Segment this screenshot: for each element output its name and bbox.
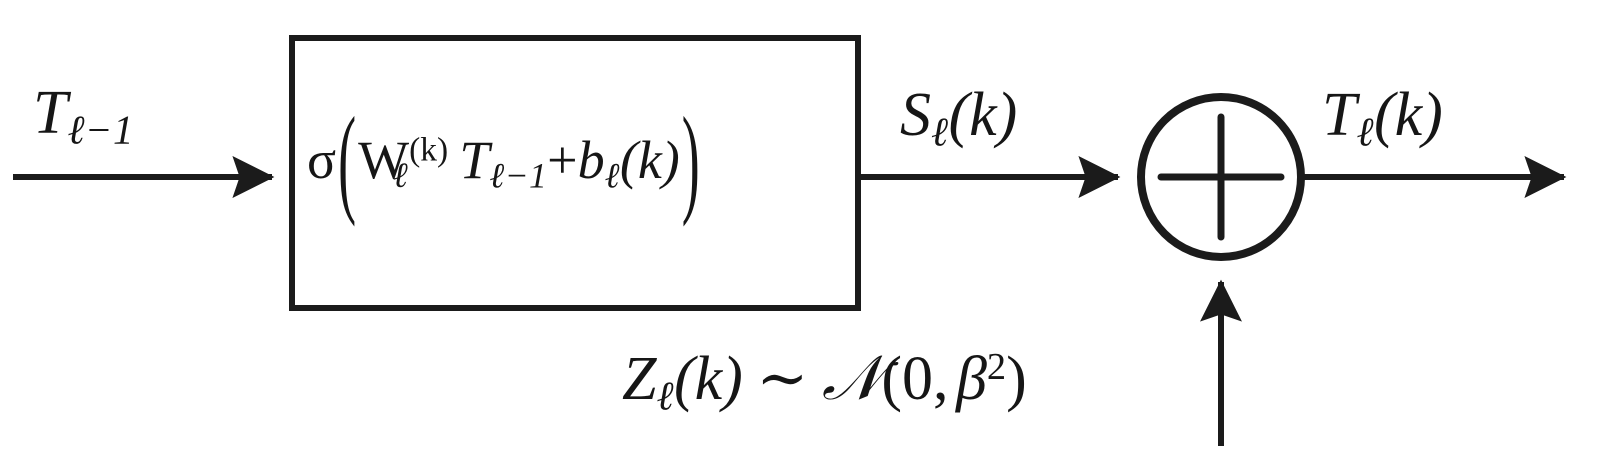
normal-distribution-symbol: 𝒩 [821, 341, 882, 414]
sigma-symbol: σ [307, 130, 337, 190]
transformation-box [289, 35, 861, 311]
input-label-subscript: ℓ−1 [67, 107, 134, 153]
output-label-base: T [1322, 81, 1357, 149]
noise-mean: 0 [902, 345, 934, 413]
weight-superscript: (k) [409, 131, 449, 169]
presum-label-argument: (k) [948, 81, 1018, 149]
presum-label-subscript: ℓ [931, 109, 949, 155]
input-label-base: T [33, 79, 68, 147]
output-label-subscript: ℓ [1356, 109, 1374, 155]
bias-subscript: ℓ [604, 155, 620, 196]
formula-plus-symbol: + [547, 130, 578, 190]
noise-open-paren: ( [881, 345, 903, 413]
presum-label-base: S [900, 81, 931, 149]
weight-symbol: W [358, 130, 410, 190]
formula-open-paren: ( [338, 92, 357, 228]
pre-sum-signal-label: Sℓ(k) [900, 84, 1017, 154]
noise-variance-exponent: 2 [986, 346, 1007, 389]
input-signal-label: Tℓ−1 [33, 82, 134, 152]
distributed-as-symbol: ∼ [756, 345, 809, 413]
formula-input-subscript: ℓ−1 [489, 155, 548, 196]
noise-variance-base: β [955, 345, 987, 413]
formula-close-paren: ) [681, 92, 700, 228]
noise-label-argument: (k) [673, 345, 743, 413]
weight-subscript: ℓ [392, 155, 409, 196]
output-signal-label: Tℓ(k) [1322, 84, 1443, 154]
noise-close-paren: ) [1006, 345, 1027, 413]
noise-comma: , [933, 345, 949, 413]
bias-symbol: b [577, 130, 605, 190]
output-label-argument: (k) [1373, 81, 1443, 149]
formula-input-symbol: T [459, 130, 490, 190]
bias-argument: (k) [619, 130, 680, 190]
noise-distribution-label: Zℓ(k)∼𝒩(0,β2) [622, 347, 1027, 418]
noise-label-subscript: ℓ [656, 373, 674, 419]
noise-label-base: Z [622, 345, 657, 413]
